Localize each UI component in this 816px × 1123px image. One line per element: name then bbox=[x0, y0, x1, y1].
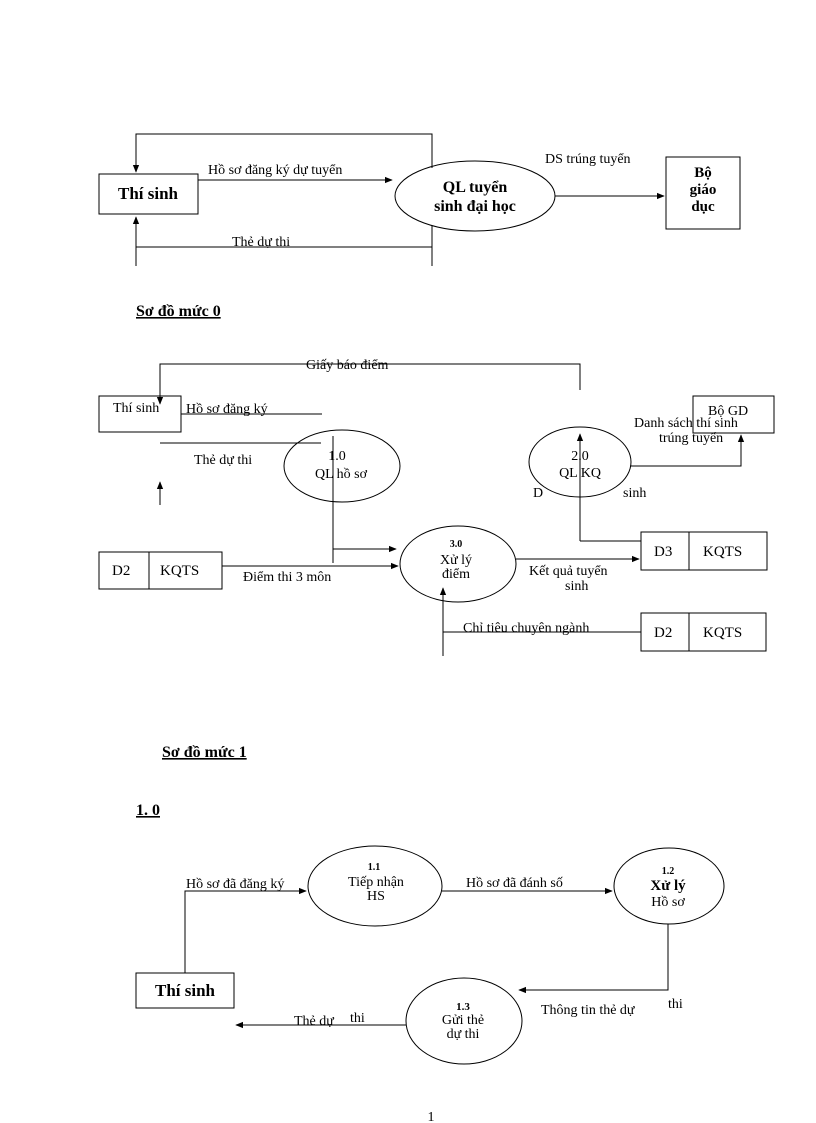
process-1-2-line1: Xử lý bbox=[650, 878, 686, 894]
process-2-name: QL KQ bbox=[559, 466, 601, 481]
context-process-line2: sinh đại học bbox=[434, 198, 516, 215]
store-d2-a-id: D2 bbox=[112, 563, 130, 579]
context-card-label: Thẻ dự thi bbox=[232, 235, 290, 250]
card-label-tail: thi bbox=[350, 1011, 365, 1026]
context-application-label: Hồ sơ đăng ký dự tuyển bbox=[208, 163, 342, 178]
process-1-number: 1.0 bbox=[328, 449, 346, 464]
process-1-name: QL hồ sơ bbox=[315, 467, 368, 482]
process-1-ellipse bbox=[283, 429, 401, 503]
quota-label: Chỉ tiêu chuyên ngành bbox=[463, 621, 589, 636]
store-d2-b-name: KQTS bbox=[703, 625, 742, 641]
process-1-1-line1: Tiếp nhận bbox=[348, 875, 404, 890]
process-1-1-number: 1.1 bbox=[368, 862, 381, 873]
process-1-1-line2: HS bbox=[367, 889, 385, 904]
level0-card-label: Thẻ dự thi bbox=[194, 453, 252, 468]
context-diagram bbox=[98, 133, 741, 266]
process-3-name-line2: điểm bbox=[442, 567, 470, 582]
process-2-number: 2.0 bbox=[571, 449, 589, 464]
context-student-box bbox=[98, 173, 199, 215]
score-notice-flow bbox=[156, 363, 581, 405]
context-ministry-line1: Bộ bbox=[694, 165, 712, 181]
context-ministry-line2: giáo bbox=[690, 182, 717, 198]
process-1-2-ellipse bbox=[613, 847, 725, 925]
level1-student-label: Thí sinh bbox=[155, 981, 216, 1000]
context-process-line1: QL tuyển bbox=[443, 179, 508, 196]
process-1-3-number: 1.3 bbox=[456, 1001, 470, 1013]
context-process-ellipse bbox=[394, 160, 556, 232]
level1-diagram bbox=[135, 845, 725, 1065]
p2-to-ministry-flow bbox=[630, 434, 745, 467]
process-1-3-ellipse bbox=[405, 977, 523, 1065]
store-d2-a-name: KQTS bbox=[160, 563, 199, 579]
registered-label: Hồ sơ đã đăng ký bbox=[186, 877, 284, 892]
store-d2-kqts-a bbox=[98, 551, 223, 590]
page-number: 1 bbox=[428, 1110, 435, 1123]
context-ministry-line3: dục bbox=[691, 199, 715, 215]
process-3-name-line1: Xử lý bbox=[440, 553, 472, 568]
three-subjects-label: Điểm thi 3 môn bbox=[243, 570, 331, 585]
partial-flow-label: D bbox=[533, 486, 543, 501]
store-d3-id: D3 bbox=[654, 544, 672, 560]
store-d2-b-id: D2 bbox=[654, 625, 672, 641]
heading-level1: Sơ đồ mức 1 bbox=[162, 744, 247, 761]
process-3-number: 3.0 bbox=[450, 539, 463, 550]
results-label-line2: sinh bbox=[565, 579, 588, 594]
level0-diagram bbox=[98, 363, 775, 656]
card-info-label: Thông tin thẻ dự bbox=[541, 1003, 635, 1018]
admitted-label-line1: Danh sách thí sinh bbox=[634, 416, 738, 431]
context-ministry-box bbox=[665, 156, 741, 230]
context-admitted-label: DS trúng tuyển bbox=[545, 152, 631, 167]
process-1-1-ellipse bbox=[307, 845, 443, 927]
context-loop-top bbox=[132, 133, 433, 173]
card-info-flow bbox=[518, 924, 669, 994]
card-label: Thẻ dự bbox=[294, 1014, 334, 1029]
heading-level0: Sơ đồ mức 0 bbox=[136, 303, 221, 320]
process-1-3-line1: Gửi thẻ bbox=[442, 1013, 484, 1028]
process-1-2-line2: Hồ sơ bbox=[651, 895, 685, 910]
process-3-ellipse bbox=[399, 525, 517, 603]
score-notice-label: Giấy báo điểm bbox=[306, 358, 389, 373]
admitted-label-line2: trúng tuyển bbox=[659, 431, 723, 446]
level0-ministry-label: Bộ GD bbox=[708, 404, 748, 419]
process-1-3-line2: dự thi bbox=[447, 1027, 480, 1042]
heading-1-0: 1. 0 bbox=[136, 802, 160, 819]
store-d3-kqts bbox=[640, 531, 768, 571]
numbered-label: Hồ sơ đã đánh số bbox=[466, 876, 563, 891]
card-info-tail: thi bbox=[668, 997, 683, 1012]
level0-application-label: Hồ sơ đăng ký bbox=[186, 402, 268, 417]
results-label-line1: Kết quả tuyển bbox=[529, 564, 608, 579]
store-d3-name: KQTS bbox=[703, 544, 742, 560]
process-1-2-number: 1.2 bbox=[662, 866, 675, 877]
level0-ministry-box bbox=[692, 395, 775, 434]
registered-flow bbox=[184, 887, 307, 973]
level0-student-label: Thí sinh bbox=[113, 401, 159, 416]
context-student-label: Thí sinh bbox=[118, 184, 179, 203]
partial-flow-tail: sinh bbox=[623, 486, 646, 501]
